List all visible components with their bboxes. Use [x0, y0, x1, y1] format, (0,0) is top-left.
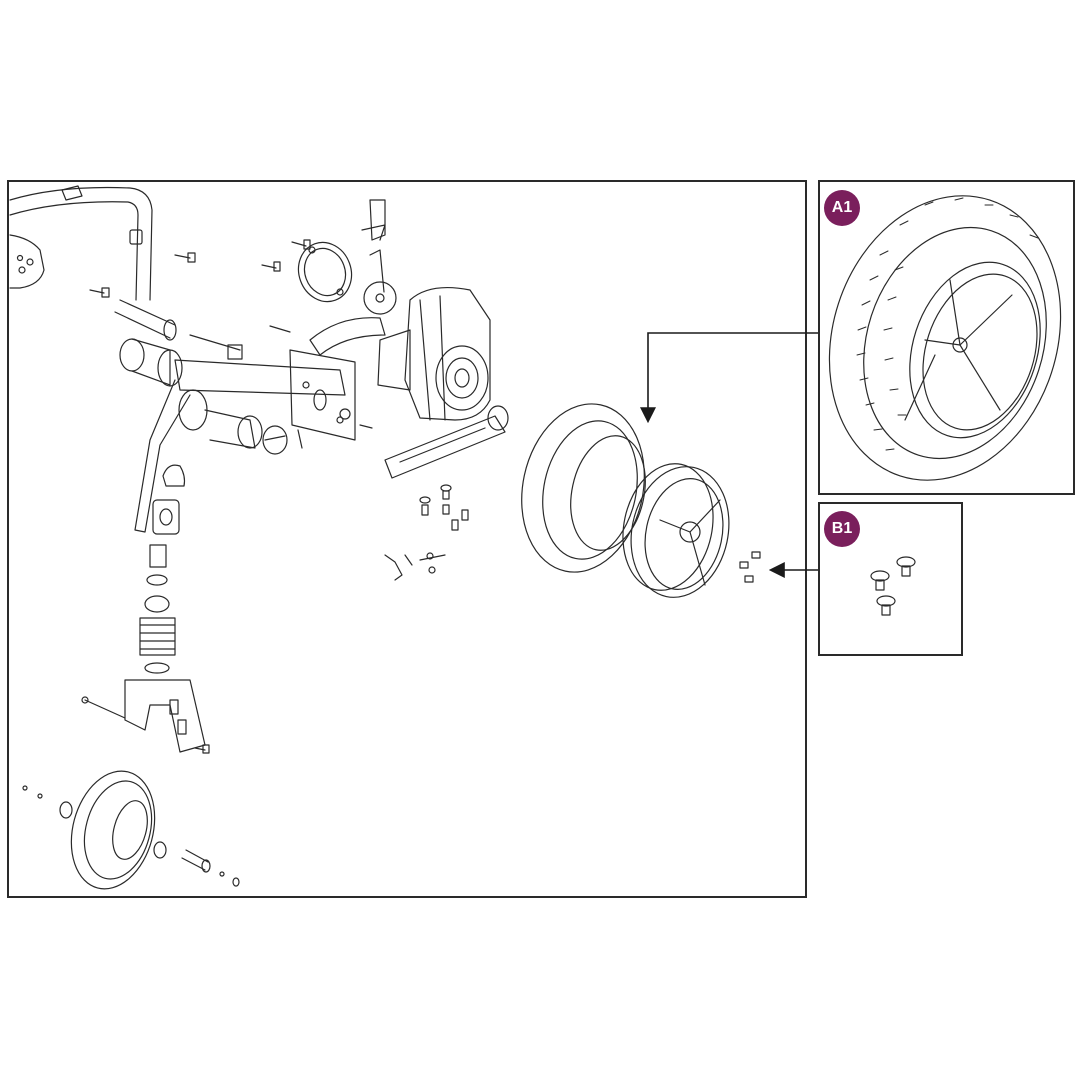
callout-label-a1: A1 [831, 199, 853, 216]
leader-a1 [640, 332, 818, 424]
frame-tubes [9, 185, 153, 301]
callout-label-b1: B1 [831, 520, 853, 537]
callout-badge-b1: B1 [824, 511, 860, 547]
a1-tread-pattern [856, 197, 1039, 451]
b1-screws-detail [870, 556, 916, 616]
swing-arm [114, 299, 373, 441]
hardware-cluster [384, 484, 469, 581]
detail-panel-a1 [818, 180, 1075, 495]
rim-screws [739, 551, 761, 583]
caster-wheel [22, 770, 240, 890]
motor-arm-track [384, 405, 509, 479]
drive-tire [521, 403, 646, 573]
motor-gearbox [309, 199, 491, 421]
caster-pivot [81, 379, 303, 754]
a1-tire-detail [828, 195, 1062, 481]
drive-rim [622, 463, 730, 598]
callout-badge-a1: A1 [824, 190, 860, 226]
brake-ring [297, 241, 353, 303]
small-bolts [89, 239, 311, 333]
